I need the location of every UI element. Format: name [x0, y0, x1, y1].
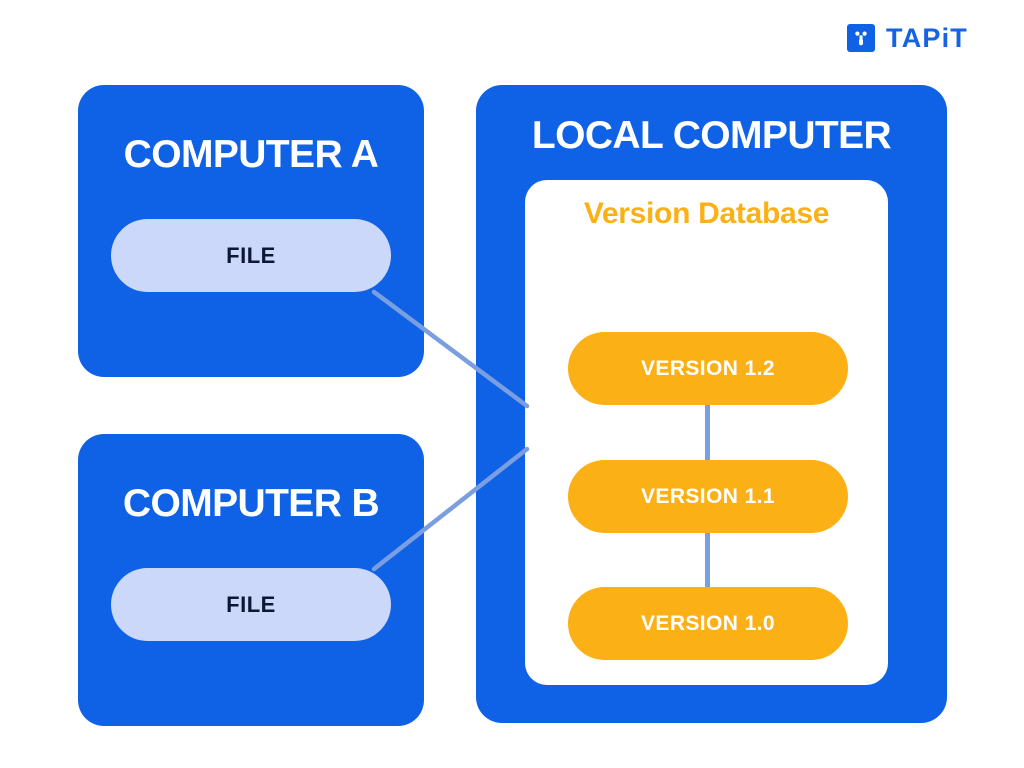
computer-b-panel[interactable]: COMPUTER B FILE	[78, 434, 424, 726]
version-connector-1	[705, 370, 710, 498]
version-pill-2-label: VERSION 1.1	[641, 485, 775, 508]
version-connector-2	[705, 497, 710, 625]
tapit-node-icon	[847, 24, 875, 52]
local-computer-title: LOCAL COMPUTER	[531, 114, 892, 157]
version-database-title: Version Database	[583, 197, 830, 230]
version-database-card: Version Database VERSION 1.2 VERSION 1.1…	[525, 180, 888, 685]
computer-b-title: COMPUTER B	[122, 482, 380, 525]
computer-b-file-label: FILE	[226, 591, 276, 617]
computer-a-file-label: FILE	[226, 242, 276, 268]
version-pill-1[interactable]: VERSION 1.2	[568, 332, 848, 405]
computer-a-panel[interactable]: COMPUTER A FILE	[78, 85, 424, 377]
computer-b-file-pill[interactable]: FILE	[111, 568, 391, 641]
version-pill-3[interactable]: VERSION 1.0	[568, 587, 848, 660]
version-pill-3-label: VERSION 1.0	[641, 612, 775, 635]
brand-wordmark-text: TAPiT	[886, 22, 968, 53]
local-computer-panel[interactable]: LOCAL COMPUTER Version Database VERSION …	[476, 85, 947, 723]
brand-wordmark: TAPiT	[886, 22, 968, 53]
computer-a-file-pill[interactable]: FILE	[111, 219, 391, 292]
computer-a-title: COMPUTER A	[123, 133, 379, 176]
version-pill-1-label: VERSION 1.2	[641, 357, 775, 380]
brand-logo: TAPiT	[847, 24, 968, 52]
version-pill-2[interactable]: VERSION 1.1	[568, 460, 848, 533]
